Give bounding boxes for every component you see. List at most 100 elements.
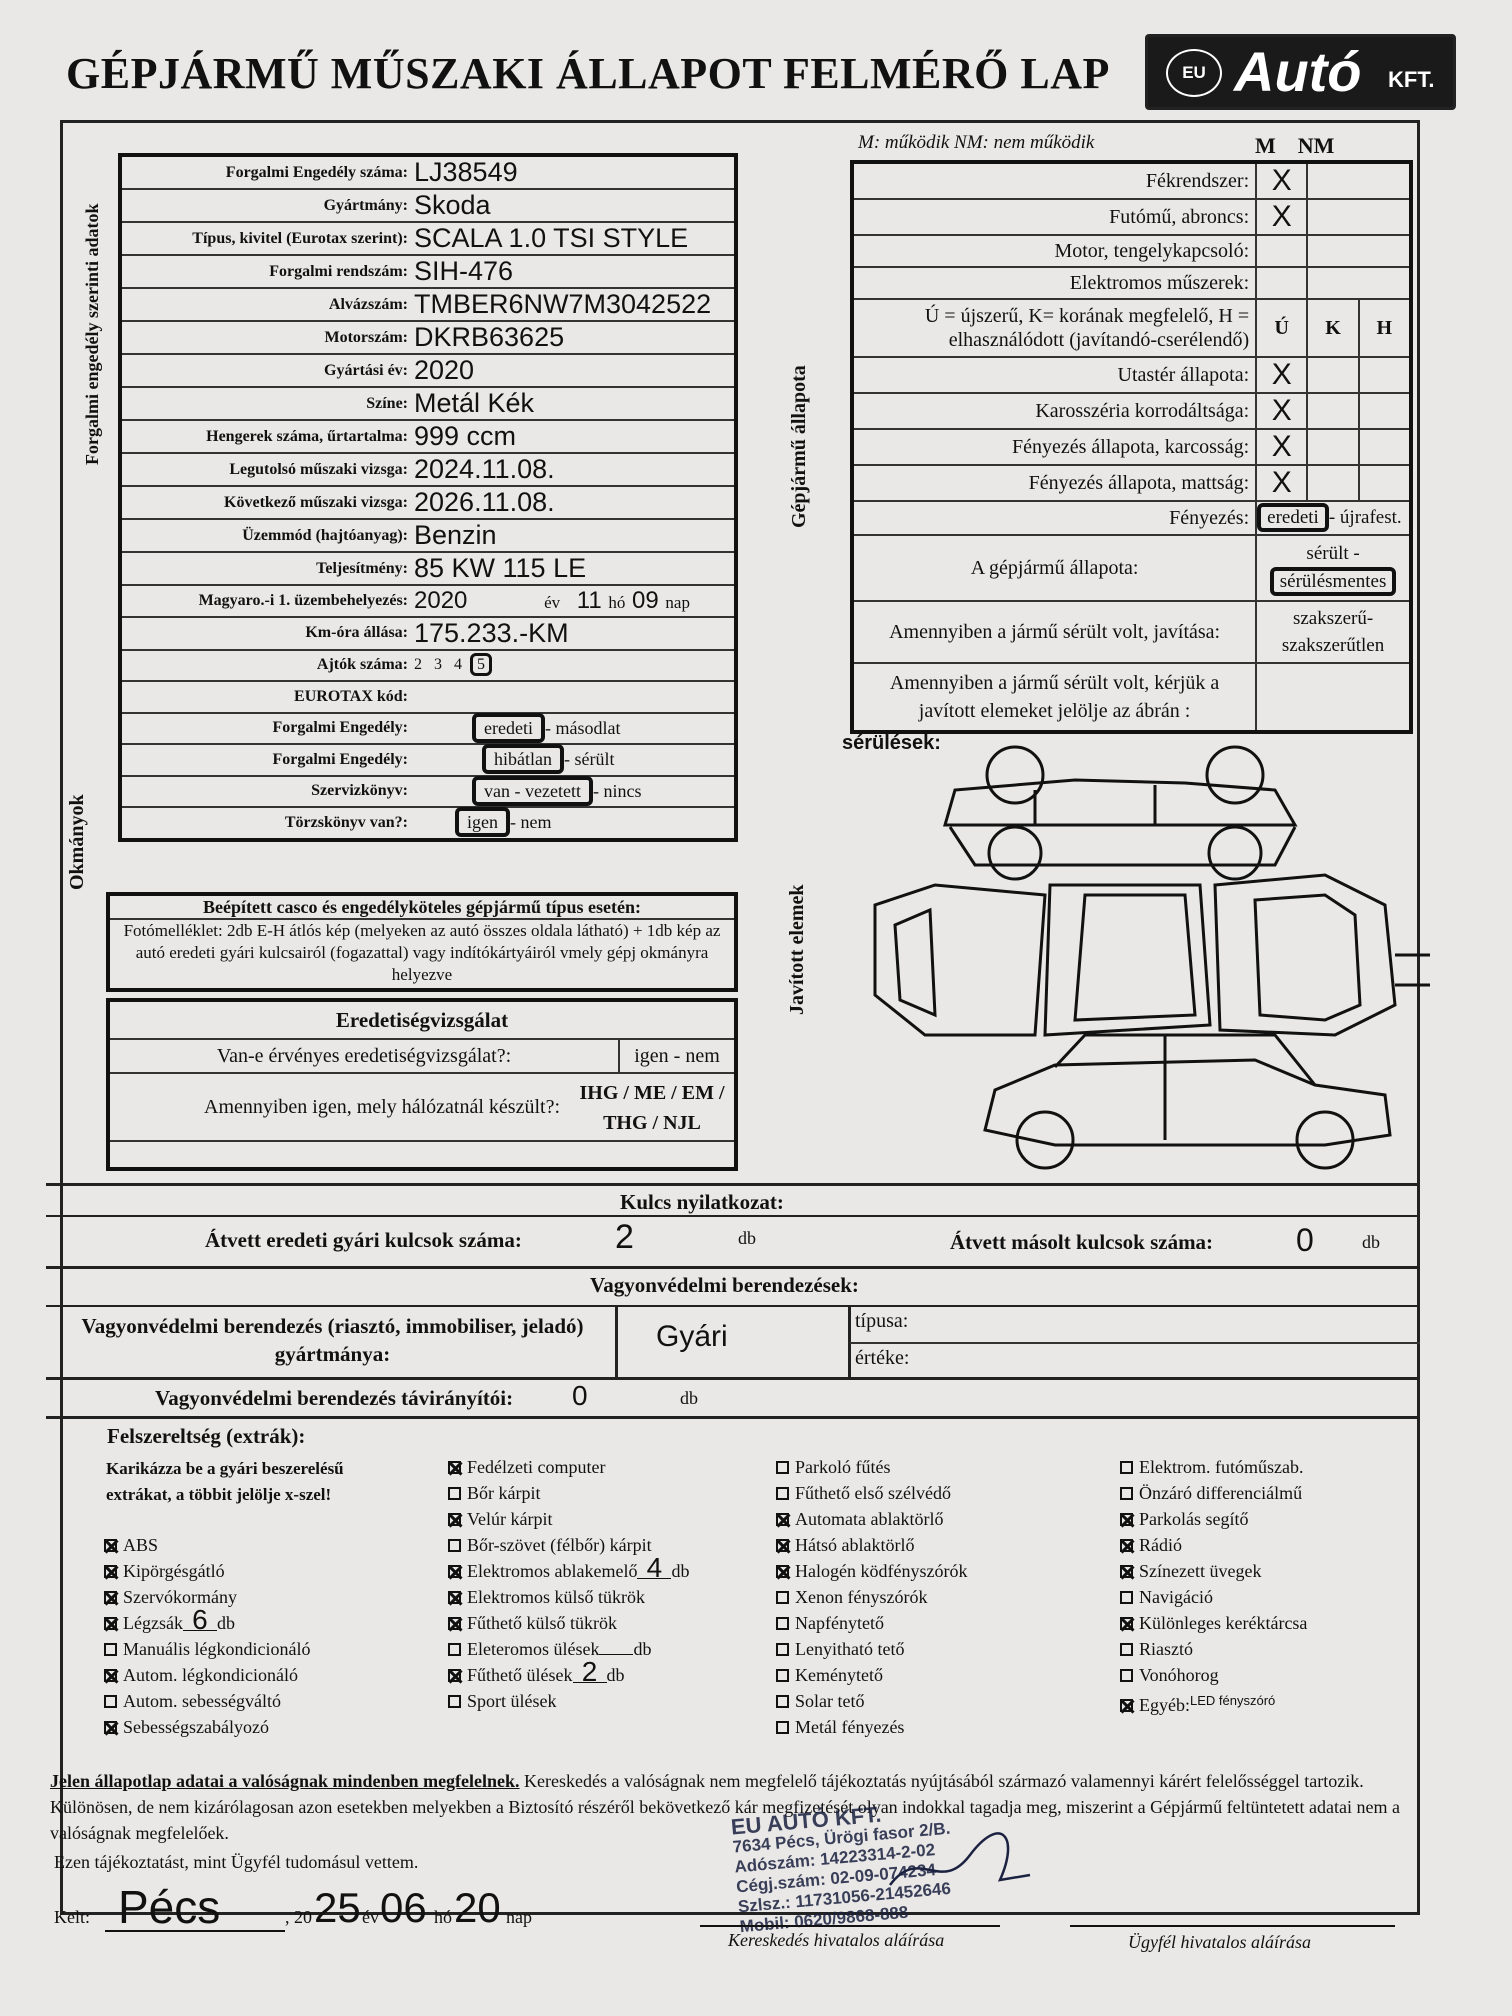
checkbox-icon[interactable] bbox=[448, 1669, 461, 1682]
doc-selected[interactable]: van - vezetett bbox=[472, 775, 593, 806]
checkbox-icon[interactable] bbox=[104, 1565, 117, 1578]
checkbox-icon[interactable] bbox=[776, 1539, 789, 1552]
extra-item[interactable]: Keménytető bbox=[776, 1662, 967, 1688]
checkbox-icon[interactable] bbox=[104, 1695, 117, 1708]
condition-check-u[interactable]: X bbox=[1255, 356, 1309, 394]
extra-item[interactable]: Sport ülések bbox=[448, 1688, 689, 1714]
checkbox-icon[interactable] bbox=[1120, 1565, 1133, 1578]
kelt-year[interactable]: 25 bbox=[314, 1884, 361, 1931]
checkbox-icon[interactable] bbox=[776, 1461, 789, 1474]
doc-selected[interactable]: hibátlan bbox=[482, 744, 564, 775]
condition-check-u[interactable]: X bbox=[1255, 392, 1309, 430]
vehicle-value[interactable]: SCALA 1.0 TSI STYLE bbox=[410, 222, 736, 256]
extra-item[interactable]: Autom. légkondicionáló bbox=[104, 1662, 310, 1688]
security-erteke[interactable]: értéke: bbox=[855, 1347, 910, 1369]
extra-item[interactable]: Solar tető bbox=[776, 1688, 967, 1714]
condition-check-empty[interactable] bbox=[1306, 198, 1412, 236]
checkbox-icon[interactable] bbox=[448, 1487, 461, 1500]
extra-item[interactable]: Kipörgésgátló bbox=[104, 1558, 310, 1584]
checkbox-icon[interactable] bbox=[1120, 1699, 1133, 1712]
checkbox-icon[interactable] bbox=[776, 1513, 789, 1526]
extra-item[interactable]: Fűthető első szélvédő bbox=[776, 1480, 967, 1506]
checkbox-icon[interactable] bbox=[104, 1721, 117, 1734]
extra-item[interactable]: Autom. sebességváltó bbox=[104, 1688, 310, 1714]
extra-note[interactable]: LED fényszóró bbox=[1190, 1693, 1276, 1708]
extra-item[interactable]: Egyéb:LED fényszóró bbox=[1120, 1688, 1307, 1715]
extra-item[interactable]: Xenon fényszórók bbox=[776, 1584, 967, 1610]
extra-item[interactable]: Navigáció bbox=[1120, 1584, 1307, 1610]
fenyezes-selected[interactable]: eredeti bbox=[1257, 503, 1329, 532]
security-remote-value[interactable]: 0 bbox=[572, 1380, 588, 1411]
extra-item[interactable]: Napfénytető bbox=[776, 1610, 967, 1636]
checkbox-icon[interactable] bbox=[448, 1643, 461, 1656]
checkbox-icon[interactable] bbox=[104, 1669, 117, 1682]
checkbox-icon[interactable] bbox=[776, 1487, 789, 1500]
condition-check-empty[interactable] bbox=[1306, 266, 1412, 300]
vehicle-value[interactable]: Metál Kék bbox=[410, 387, 736, 421]
extra-item[interactable]: Különleges keréktárcsa bbox=[1120, 1610, 1307, 1636]
condition-check-m[interactable]: X bbox=[1255, 161, 1309, 200]
doc-selected[interactable]: eredeti bbox=[472, 712, 545, 743]
checkbox-icon[interactable] bbox=[104, 1539, 117, 1552]
checkbox-icon[interactable] bbox=[448, 1591, 461, 1604]
jelolje-value[interactable] bbox=[1255, 662, 1412, 733]
kelt-month[interactable]: 06 bbox=[380, 1884, 427, 1931]
extra-count[interactable]: 6 bbox=[182, 1606, 217, 1634]
checkbox-icon[interactable] bbox=[448, 1695, 461, 1708]
eredetiseg-a2b[interactable]: THG / NJL bbox=[603, 1112, 701, 1134]
checkbox-icon[interactable] bbox=[448, 1565, 461, 1578]
eredetiseg-a2a[interactable]: IHG / ME / EM / bbox=[579, 1082, 725, 1104]
keys-copy-value[interactable]: 0 bbox=[1296, 1222, 1314, 1258]
kelt-city[interactable]: Pécs bbox=[118, 1881, 221, 1933]
condition-check-empty[interactable] bbox=[1357, 464, 1413, 502]
checkbox-icon[interactable] bbox=[776, 1695, 789, 1708]
checkbox-icon[interactable] bbox=[1120, 1669, 1133, 1682]
checkbox-icon[interactable] bbox=[448, 1617, 461, 1630]
vehicle-value[interactable]: 2024.11.08. bbox=[410, 453, 736, 487]
checkbox-icon[interactable] bbox=[1120, 1539, 1133, 1552]
extra-item[interactable]: Automata ablaktörlő bbox=[776, 1506, 967, 1532]
extra-item[interactable]: Metál fényezés bbox=[776, 1714, 967, 1740]
allapot-selected[interactable]: sérülésmentes bbox=[1269, 567, 1397, 596]
extra-count[interactable]: 2 bbox=[572, 1658, 607, 1686]
vehicle-value[interactable]: 2020 bbox=[410, 354, 736, 388]
extra-item[interactable]: Elektrom. futóműszab. bbox=[1120, 1454, 1307, 1480]
checkbox-icon[interactable] bbox=[104, 1617, 117, 1630]
extra-item[interactable]: Önzáró differenciálmű bbox=[1120, 1480, 1307, 1506]
checkbox-icon[interactable] bbox=[776, 1669, 789, 1682]
checkbox-icon[interactable] bbox=[1120, 1643, 1133, 1656]
checkbox-icon[interactable] bbox=[776, 1565, 789, 1578]
extra-item[interactable]: Rádió bbox=[1120, 1532, 1307, 1558]
vehicle-value[interactable]: Skoda bbox=[410, 189, 736, 223]
vehicle-value[interactable]: 85 KW 115 LE bbox=[410, 552, 736, 586]
extra-item[interactable]: Fűthető külső tükrök bbox=[448, 1610, 689, 1636]
extra-item[interactable]: Parkolás segítő bbox=[1120, 1506, 1307, 1532]
vehicle-value[interactable]: 2026.11.08. bbox=[410, 486, 736, 520]
condition-check-empty[interactable] bbox=[1306, 234, 1412, 268]
eredetiseg-a1[interactable]: igen - nem bbox=[634, 1045, 720, 1067]
condition-check-empty[interactable] bbox=[1357, 428, 1413, 466]
checkbox-icon[interactable] bbox=[448, 1513, 461, 1526]
kelt-day[interactable]: 20 bbox=[454, 1884, 501, 1931]
extra-item[interactable]: Bőr kárpit bbox=[448, 1480, 689, 1506]
condition-check-m[interactable] bbox=[1255, 234, 1309, 268]
eurotax-value[interactable] bbox=[410, 681, 736, 714]
condition-check-m[interactable]: X bbox=[1255, 198, 1309, 236]
security-tipusa[interactable]: típusa: bbox=[855, 1310, 909, 1332]
javitas-options[interactable]: szakszerű- szakszerűtlen bbox=[1255, 600, 1412, 664]
extra-item[interactable]: Fedélzeti computer bbox=[448, 1454, 689, 1480]
extra-item[interactable]: Riasztó bbox=[1120, 1636, 1307, 1662]
condition-check-m[interactable] bbox=[1255, 266, 1309, 300]
keys-orig-value[interactable]: 2 bbox=[615, 1218, 634, 1256]
extra-item[interactable]: Halogén ködfényszórók bbox=[776, 1558, 967, 1584]
condition-check-empty[interactable] bbox=[1306, 161, 1412, 200]
vehicle-value[interactable]: SIH-476 bbox=[410, 255, 736, 289]
extra-item[interactable]: Lenyitható tető bbox=[776, 1636, 967, 1662]
checkbox-icon[interactable] bbox=[1120, 1591, 1133, 1604]
checkbox-icon[interactable] bbox=[104, 1643, 117, 1656]
checkbox-icon[interactable] bbox=[1120, 1461, 1133, 1474]
extra-item[interactable]: Szervókormány bbox=[104, 1584, 310, 1610]
